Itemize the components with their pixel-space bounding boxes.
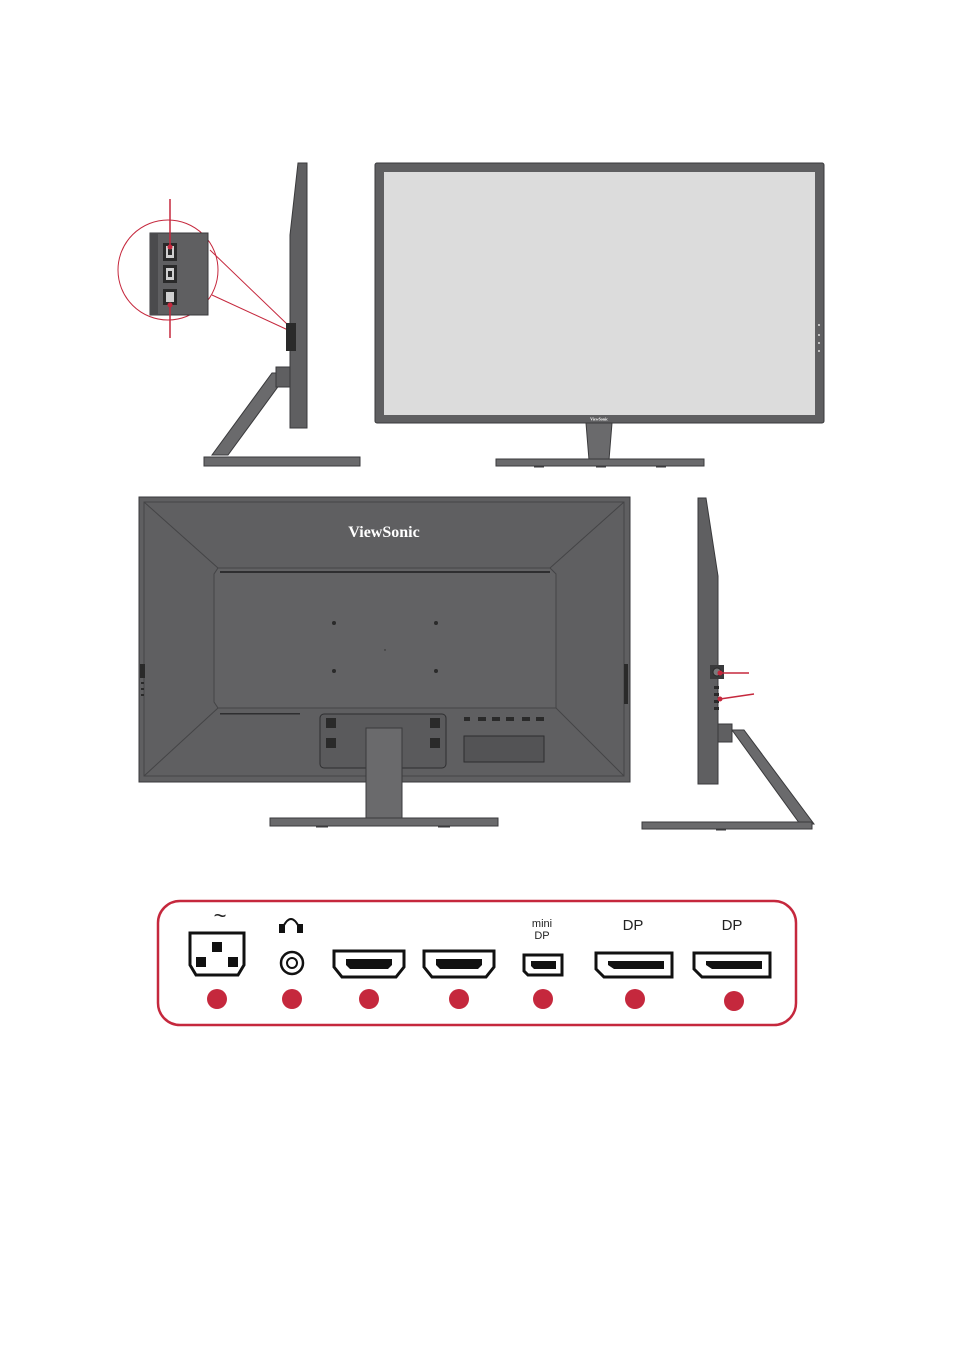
- port-number-marker: [724, 991, 744, 1011]
- port-number-marker: [449, 989, 469, 1009]
- callout-dot: [168, 245, 173, 250]
- port-number-marker: [359, 989, 379, 1009]
- dp-label: DP: [722, 917, 743, 934]
- displayport-icon: [694, 953, 770, 977]
- callout-dot: [168, 303, 173, 308]
- side-view-left: [120, 155, 370, 475]
- monitor-side-body: [290, 163, 307, 428]
- hdmi-port-icon: [424, 951, 494, 977]
- rear-view: ViewSonic: [138, 496, 634, 832]
- port-number-marker: [625, 989, 645, 1009]
- callout-dot: [718, 697, 723, 702]
- front-view: ViewSonic: [374, 162, 826, 472]
- mini-dp-label-line2: DP: [534, 930, 549, 942]
- stand-neck: [586, 423, 612, 460]
- monitor-side-body: [698, 498, 718, 784]
- stand-base: [270, 818, 498, 826]
- callout-leader-line: [212, 295, 288, 330]
- audio-jack-icon: [281, 952, 303, 974]
- port-number-marker: [282, 989, 302, 1009]
- callout-leader-line: [210, 250, 288, 325]
- stand-base: [496, 459, 704, 466]
- callout-dot: [718, 671, 723, 676]
- monitor-screen: [384, 172, 815, 415]
- rear-brand-logo: ViewSonic: [348, 524, 419, 541]
- stand-arm: [732, 730, 814, 824]
- ac-power-label: ~: [214, 903, 227, 928]
- usb-a-port-icon: [163, 265, 177, 283]
- mini-displayport-icon: [524, 955, 562, 975]
- ac-power-icon: [190, 933, 244, 975]
- stand-base: [204, 457, 360, 466]
- port-legend-panel: ~ mini DP DP DP: [156, 899, 798, 1029]
- rear-label-plate: [464, 736, 544, 762]
- bezel-logo: ViewSonic: [590, 417, 608, 422]
- mini-dp-label-line1: mini: [532, 918, 552, 930]
- hdmi-port-icon: [334, 951, 404, 977]
- stand-base: [642, 822, 812, 829]
- displayport-icon: [596, 953, 672, 977]
- stand-neck: [366, 728, 402, 821]
- port-number-marker: [533, 989, 553, 1009]
- side-view-right: [636, 496, 826, 832]
- dp-label: DP: [623, 917, 644, 934]
- port-number-marker: [207, 989, 227, 1009]
